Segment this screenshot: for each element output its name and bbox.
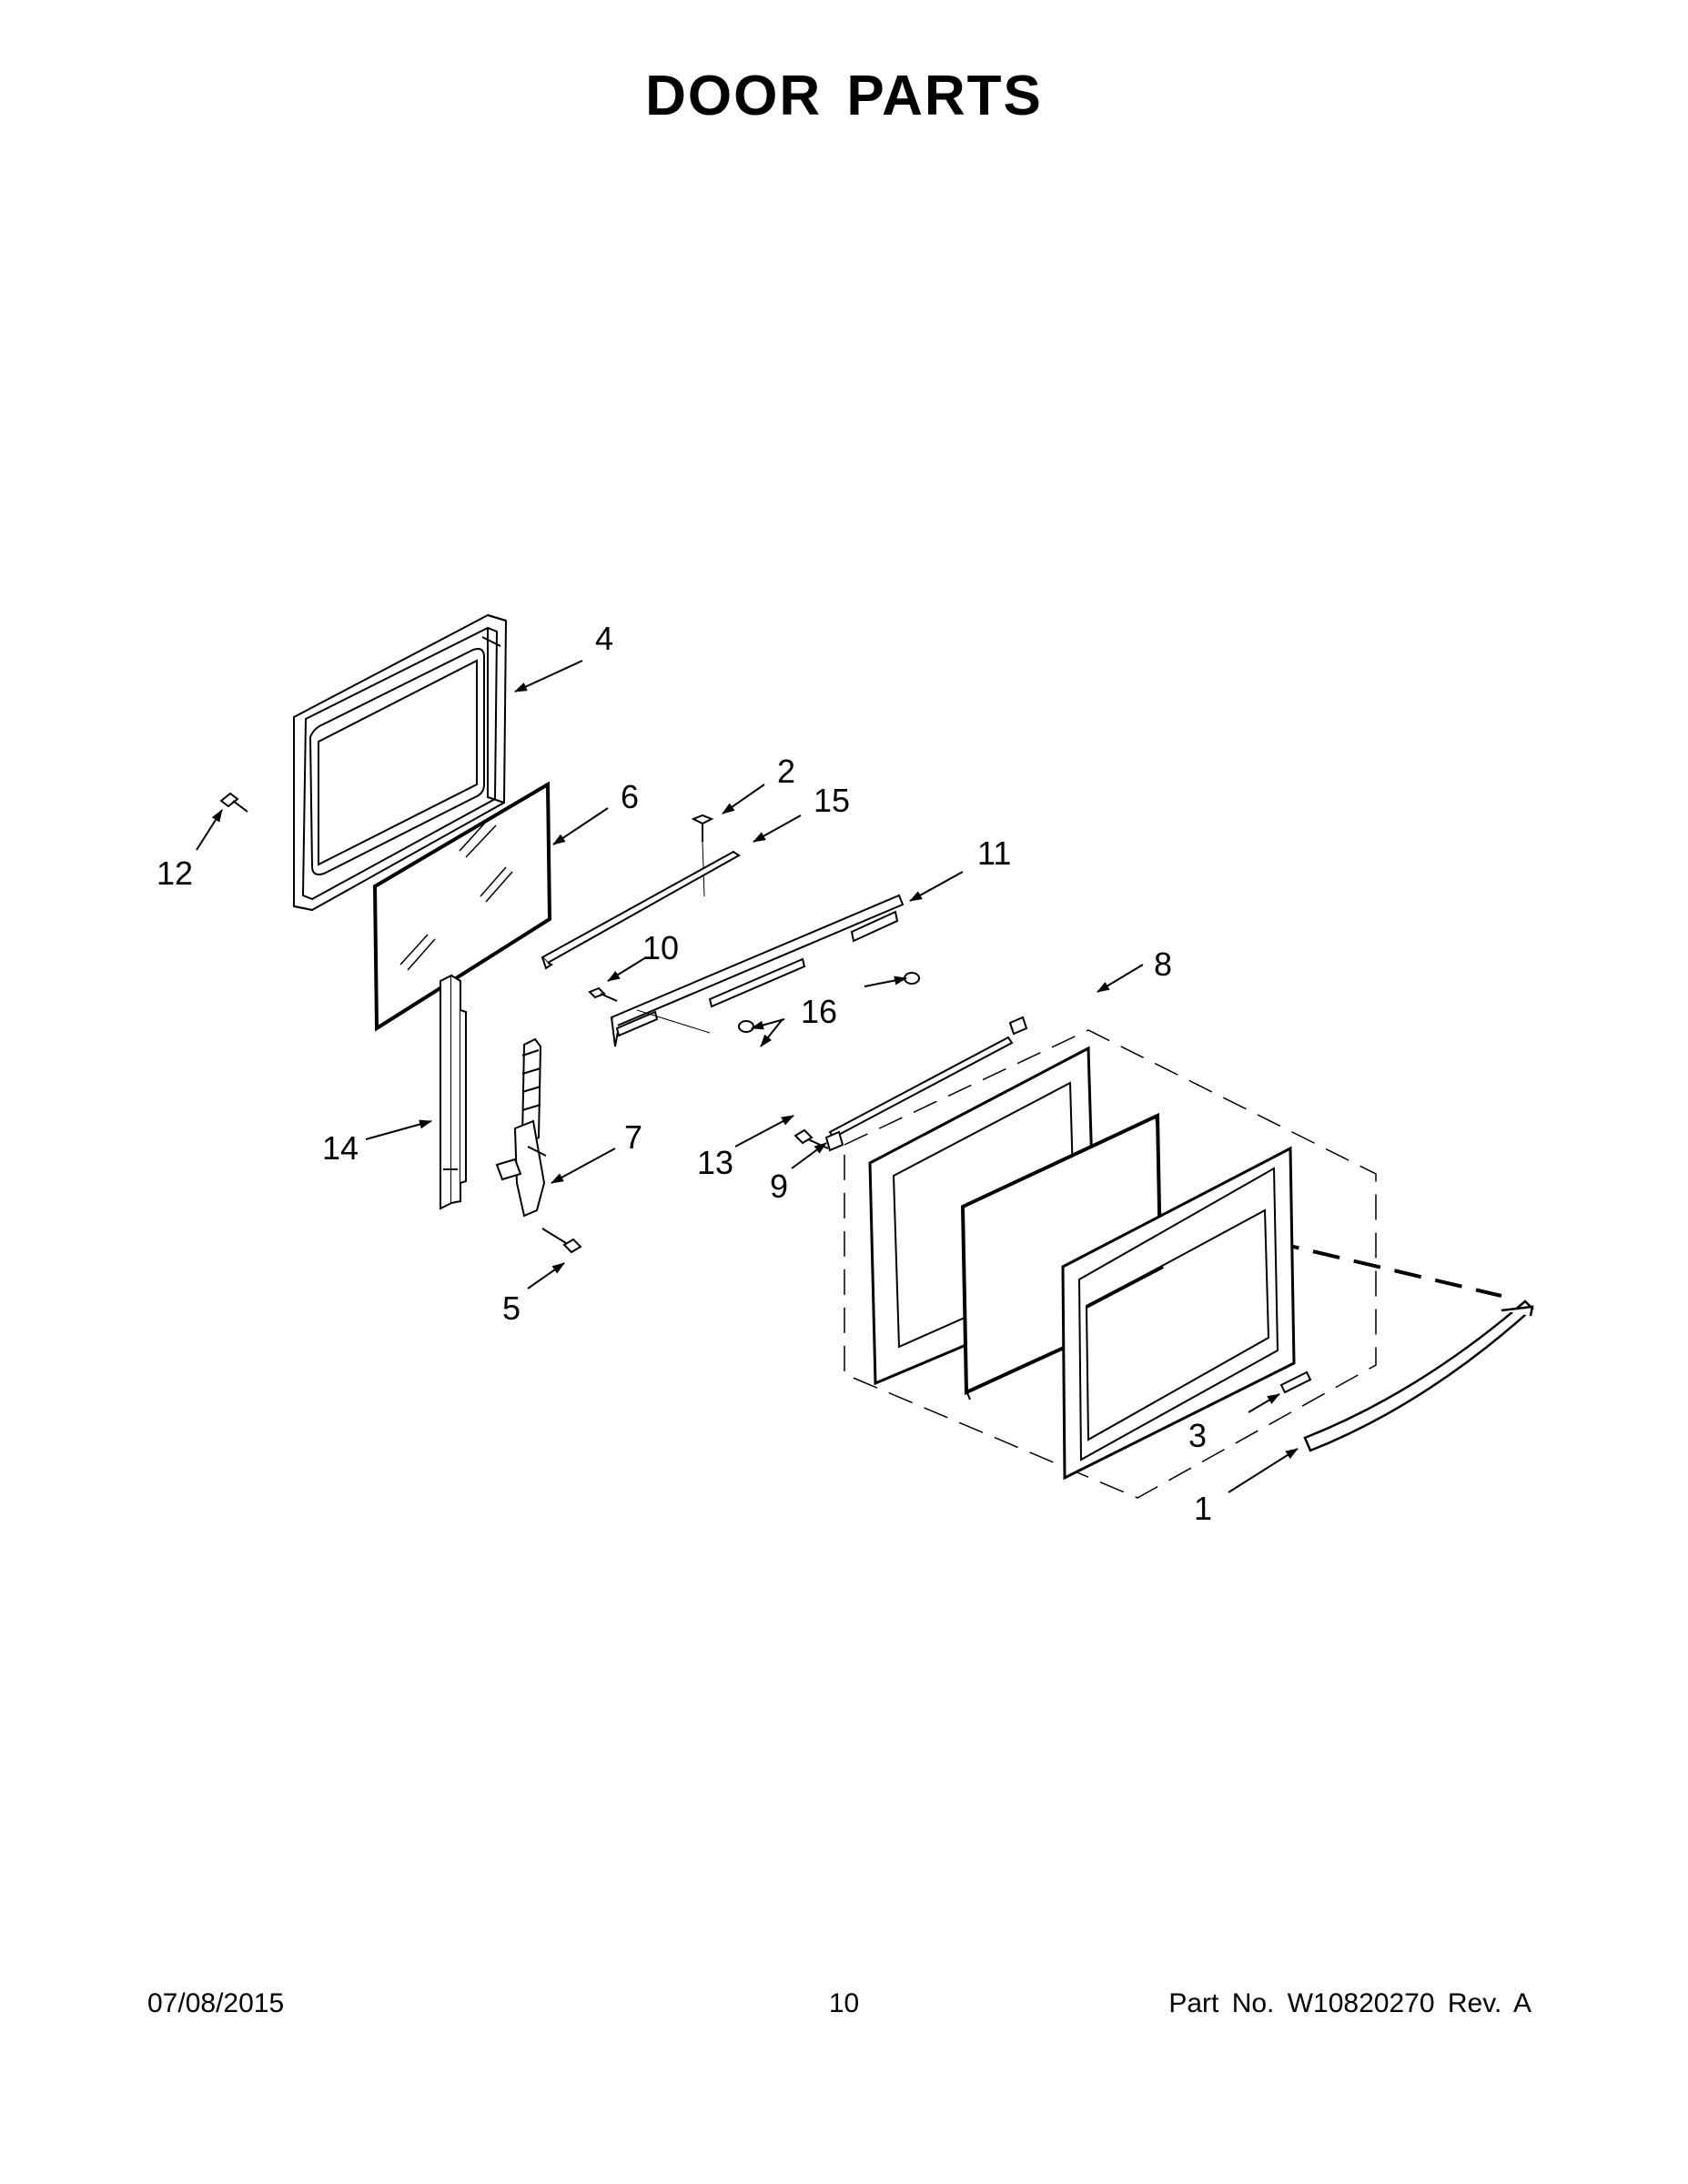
callout-7: 7	[624, 1118, 642, 1156]
part-1-handle	[1303, 1299, 1534, 1452]
part-11-vent-channel	[610, 894, 905, 1047]
callout-arrows	[196, 660, 1299, 1493]
callout-10: 10	[642, 929, 679, 966]
part-7-hinge	[495, 1037, 547, 1218]
footer-part-number: Part No. W10820270 Rev. A	[1168, 1988, 1531, 2018]
callout-15: 15	[814, 782, 850, 819]
part-4-inner-door-panel	[293, 613, 508, 912]
callout-16: 16	[801, 993, 837, 1030]
callout-12: 12	[157, 854, 193, 892]
part-8-door-assembly	[844, 1029, 1502, 1499]
part-5-screw	[541, 1228, 582, 1254]
part-10-screw	[588, 986, 618, 1002]
callout-8: 8	[1154, 945, 1172, 983]
part-2-screw	[691, 814, 714, 897]
callout-9: 9	[770, 1168, 788, 1205]
callout-14: 14	[322, 1129, 359, 1167]
page-title: DOOR PARTS	[645, 65, 1043, 127]
part-3-handle-mount	[1279, 1370, 1312, 1394]
part-6-door-glass	[372, 781, 552, 1032]
callout-6: 6	[621, 778, 639, 815]
callout-4: 4	[595, 620, 613, 657]
part-12-screw	[219, 792, 248, 813]
callout-13: 13	[697, 1144, 733, 1181]
footer-page-number: 10	[828, 1988, 860, 2018]
callout-labels: 4 2 15 6 12 11 10 8 16 14 7 13 9 5 3 1	[157, 620, 1212, 1527]
callout-2: 2	[777, 753, 795, 790]
footer-date: 07/08/2015	[147, 1988, 285, 2018]
callout-1: 1	[1194, 1490, 1212, 1527]
callout-11: 11	[977, 834, 1011, 872]
part-14-side-trim	[440, 974, 467, 1210]
callout-5: 5	[502, 1289, 521, 1327]
part-15-strip	[541, 850, 741, 970]
callout-3: 3	[1188, 1417, 1207, 1454]
part-16-washers	[738, 972, 920, 1033]
part-9-hinge-bar	[824, 1016, 1028, 1152]
